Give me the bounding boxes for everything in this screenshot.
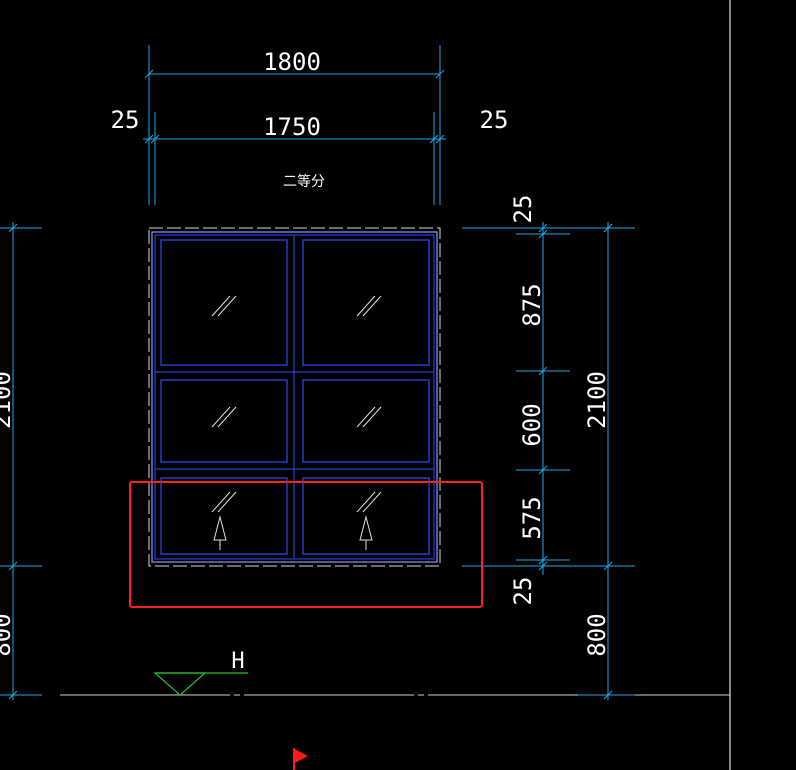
glass-hatch-icon	[356, 491, 382, 513]
window-frame[interactable]	[148, 227, 441, 567]
dim-right-chain	[462, 222, 635, 575]
dim-right-topgap-label: 25	[509, 195, 537, 224]
level-marker	[153, 672, 248, 696]
pane-r3-c1[interactable]	[160, 477, 288, 555]
dim-right-bottomgap-label: 25	[509, 577, 537, 606]
dim-right-offset-label: 25	[480, 106, 509, 134]
glass-hatch-icon	[211, 491, 237, 513]
dim-right-row2-label: 600	[518, 403, 546, 446]
dim-left-offset-label: 25	[111, 106, 140, 134]
pane-r2-c1[interactable]	[160, 379, 288, 463]
level-marker-label: H	[231, 649, 244, 674]
glass-hatch-icon	[356, 295, 382, 317]
window-outer-dashed	[148, 227, 441, 567]
dim-right-sill-label: 800	[583, 613, 611, 656]
dim-top-overall	[144, 45, 445, 205]
open-arrow-icon	[359, 515, 373, 550]
dim-left-chain	[0, 222, 42, 700]
dim-right-row3-label: 575	[518, 496, 546, 539]
dim-right-outer	[578, 222, 635, 700]
selection-highlight[interactable]	[129, 481, 483, 608]
dim-right-total-label: 2100	[583, 371, 611, 429]
pane-r3-c2[interactable]	[302, 477, 430, 555]
division-note: 二等分	[283, 173, 325, 190]
pane-r1-c2[interactable]	[302, 239, 430, 366]
pane-r2-c2[interactable]	[302, 379, 430, 463]
glass-hatch-icon	[356, 406, 382, 428]
glass-hatch-icon	[211, 406, 237, 428]
open-arrow-icon	[213, 515, 227, 550]
dim-top-overall-label: 1800	[263, 48, 321, 76]
dim-left-lower-label: 800	[0, 613, 16, 656]
dim-top-inner-label: 1750	[263, 113, 321, 141]
glass-hatch-icon	[211, 295, 237, 317]
dim-top-inner	[143, 112, 446, 205]
dim-left-upper-label: 2100	[0, 371, 16, 429]
pane-r1-c1[interactable]	[160, 239, 288, 366]
dim-right-row1-label: 875	[518, 283, 546, 326]
window-outer-frame	[151, 231, 438, 563]
ucs-flag-icon	[293, 748, 308, 770]
